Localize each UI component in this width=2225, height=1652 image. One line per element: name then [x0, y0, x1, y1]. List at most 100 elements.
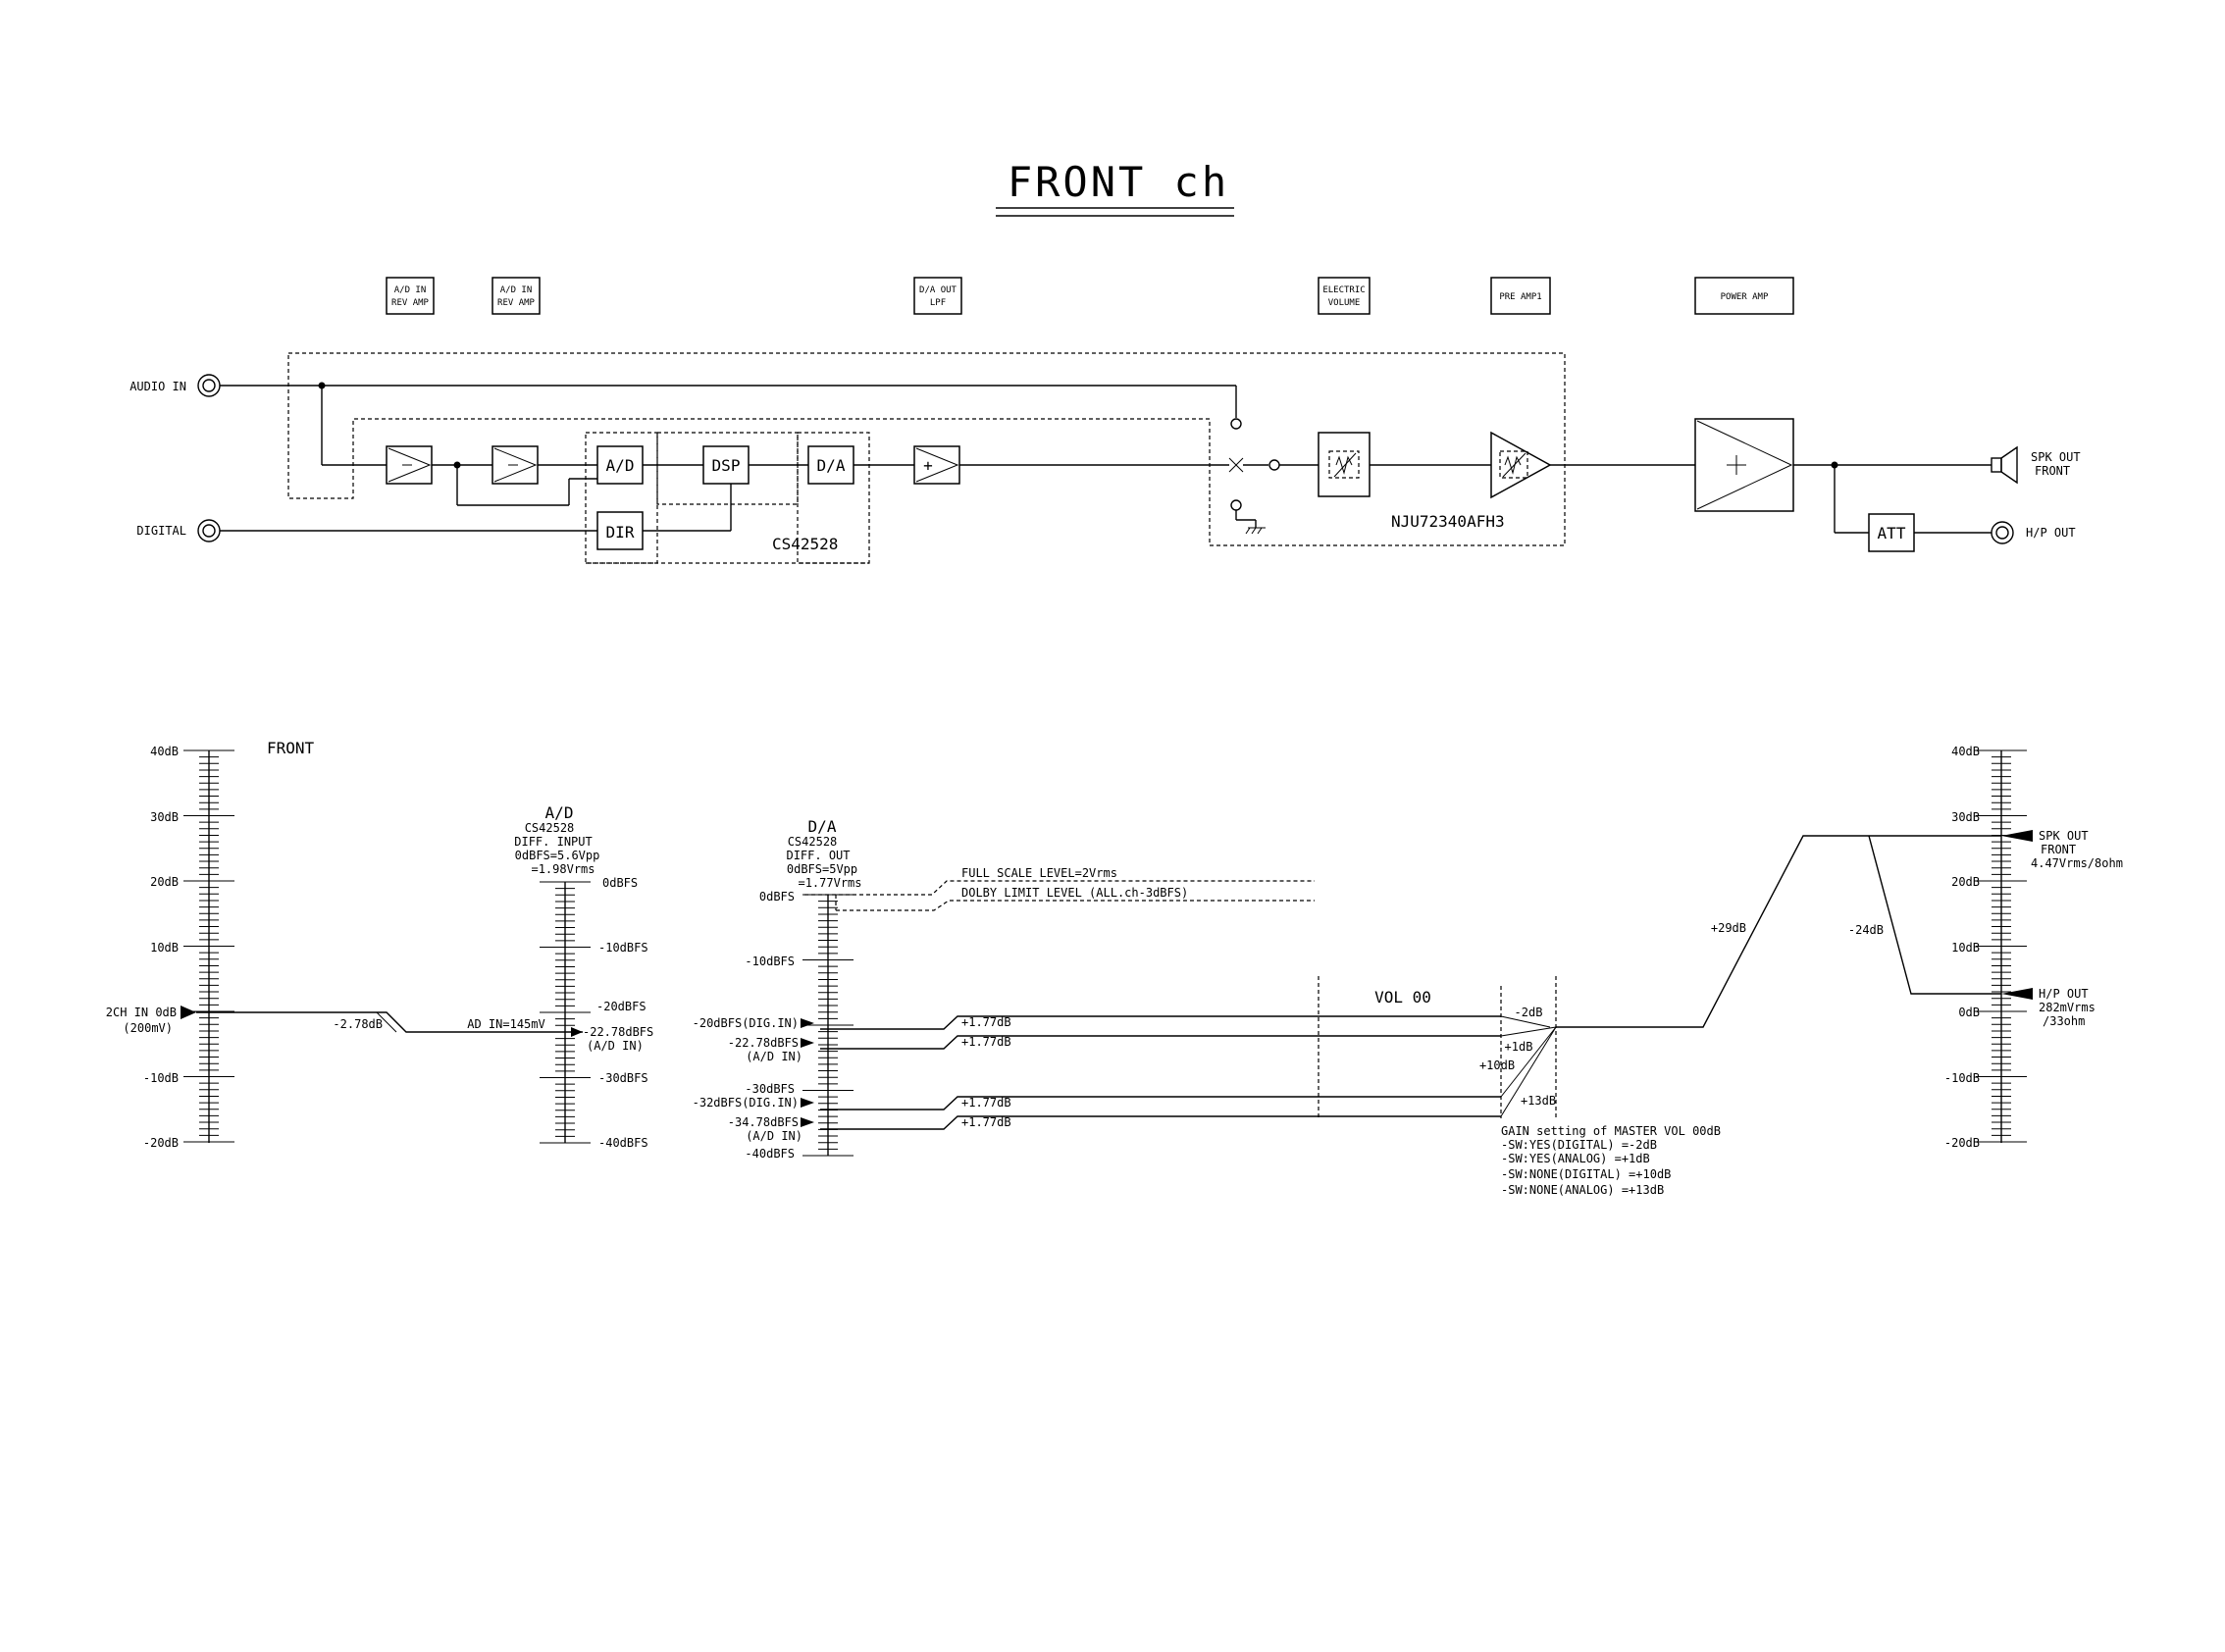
svg-text:(A/D IN): (A/D IN) [746, 1050, 802, 1063]
svg-text:+13dB: +13dB [1521, 1094, 1556, 1108]
spk-out-label: SPK OUT [2031, 450, 2081, 464]
svg-text:-2.78dB: -2.78dB [333, 1017, 383, 1031]
label-power-amp: POWER AMP [1694, 277, 1794, 315]
svg-text:PRE AMP1: PRE AMP1 [1499, 292, 1541, 302]
att-block: ATT [1868, 513, 1915, 552]
svg-text:A/D IN: A/D IN [394, 285, 427, 295]
front-label: FRONT [267, 739, 315, 757]
svg-text:(200mV): (200mV) [123, 1021, 173, 1035]
svg-text:-20dB: -20dB [1944, 1136, 1980, 1150]
svg-text:POWER AMP: POWER AMP [1721, 292, 1769, 302]
svg-text:DIFF. INPUT: DIFF. INPUT [514, 835, 592, 849]
label-da-out-lpf: D/A OUT LPF [913, 277, 962, 315]
svg-text:AD IN=145mV: AD IN=145mV [467, 1017, 544, 1031]
svg-text:-40dBFS: -40dBFS [598, 1136, 648, 1150]
svg-text:+1.77dB: +1.77dB [961, 1115, 1011, 1129]
svg-text:GAIN setting of MASTER VOL 00d: GAIN setting of MASTER VOL 00dB [1501, 1124, 1721, 1138]
svg-text:-SW:NONE(DIGITAL) =+10dB: -SW:NONE(DIGITAL) =+10dB [1501, 1167, 1671, 1181]
block-diagram: AUDIO IN DIGITAL [129, 352, 2081, 564]
level-diagram: FRONT 40dB 30dB 20dB 10dB 2CH IN 0dB (20… [106, 739, 2123, 1197]
svg-text:ATT: ATT [1878, 524, 1906, 542]
svg-text:-10dBFS: -10dBFS [598, 941, 648, 955]
hp-out-jack [1991, 521, 2014, 544]
input-selector [1228, 457, 1280, 535]
rev-amp-2 [492, 445, 539, 485]
svg-text:CS42528: CS42528 [788, 835, 838, 849]
label-electric-volume: ELECTRIC VOLUME [1318, 277, 1371, 315]
svg-text:30dB: 30dB [150, 810, 179, 824]
da-converter: D/A [807, 445, 854, 485]
audio-in-jack [197, 374, 221, 397]
svg-text:D/A: D/A [808, 817, 837, 836]
svg-text:FULL SCALE LEVEL=2Vrms: FULL SCALE LEVEL=2Vrms [961, 866, 1117, 880]
chip-nju72340: NJU72340AFH3 [1391, 512, 1505, 531]
svg-text:+10dB: +10dB [1479, 1058, 1515, 1072]
svg-text:-34.78dBFS: -34.78dBFS [728, 1115, 799, 1129]
svg-text:+29dB: +29dB [1711, 921, 1746, 935]
svg-text:H/P OUT: H/P OUT [2039, 987, 2089, 1001]
svg-text:0dBFS=5.6Vpp: 0dBFS=5.6Vpp [515, 849, 600, 862]
svg-text:-20dBFS: -20dBFS [596, 1000, 647, 1013]
svg-text:0dBFS: 0dBFS [602, 876, 638, 890]
svg-text:-10dB: -10dB [1944, 1071, 1980, 1085]
svg-text:D/A OUT: D/A OUT [919, 285, 957, 295]
svg-text:FRONT: FRONT [2035, 464, 2070, 478]
digital-label: DIGITAL [136, 524, 186, 538]
svg-text:DSP: DSP [712, 456, 741, 475]
svg-text:-32dBFS(DIG.IN): -32dBFS(DIG.IN) [693, 1096, 799, 1110]
svg-text:(A/D IN): (A/D IN) [587, 1039, 644, 1053]
svg-text:30dB: 30dB [1951, 810, 1980, 824]
svg-text:A/D: A/D [545, 803, 574, 822]
svg-text:+1dB: +1dB [1505, 1040, 1533, 1054]
rev-amp-1 [386, 445, 433, 485]
right-level-scale [1976, 749, 2027, 1143]
svg-text:+1.77dB: +1.77dB [961, 1035, 1011, 1049]
audio-in-label: AUDIO IN [129, 380, 186, 393]
svg-text:REV AMP: REV AMP [497, 298, 536, 308]
svg-text:VOLUME: VOLUME [1328, 298, 1361, 308]
label-ad-in-rev-amp-1: A/D IN REV AMP [386, 277, 435, 315]
pre-amp-block [1490, 431, 1552, 499]
digital-jack [197, 519, 221, 542]
svg-text:-SW:NONE(ANALOG) =+13dB: -SW:NONE(ANALOG) =+13dB [1501, 1183, 1664, 1197]
lpf-amp: + [913, 445, 960, 485]
svg-text:-2dB: -2dB [1515, 1006, 1543, 1019]
svg-text:20dB: 20dB [150, 875, 179, 889]
svg-text:-SW:YES(DIGITAL) =-2dB: -SW:YES(DIGITAL) =-2dB [1501, 1138, 1657, 1152]
svg-text:20dB: 20dB [1951, 875, 1980, 889]
page-title: FRONT ch [1008, 158, 1229, 206]
chip-cs42528: CS42528 [772, 535, 838, 553]
svg-text:282mVrms: 282mVrms [2039, 1001, 2096, 1014]
svg-text:LPF: LPF [930, 298, 946, 308]
svg-text:4.47Vrms/8ohm: 4.47Vrms/8ohm [2031, 856, 2123, 870]
svg-text:-10dB: -10dB [143, 1071, 179, 1085]
svg-text:-20dB: -20dB [143, 1136, 179, 1150]
svg-text:DOLBY LIMIT LEVEL (ALL.ch-3dBF: DOLBY LIMIT LEVEL (ALL.ch-3dBFS) [961, 886, 1188, 900]
left-level-scale [183, 749, 234, 1143]
ad-level-scale [540, 881, 591, 1144]
svg-text:/33ohm: /33ohm [2043, 1014, 2085, 1028]
svg-text:SPK OUT: SPK OUT [2039, 829, 2089, 843]
svg-text:ELECTRIC: ELECTRIC [1322, 285, 1365, 295]
dsp-block: DSP [702, 445, 750, 485]
svg-text:(A/D IN): (A/D IN) [746, 1129, 802, 1143]
power-amp-block [1694, 418, 1794, 512]
svg-text:VOL 00: VOL 00 [1374, 988, 1431, 1007]
dir-block: DIR [596, 511, 644, 550]
svg-text:A/D IN: A/D IN [500, 285, 533, 295]
svg-text:40dB: 40dB [1951, 745, 1980, 758]
svg-text:+: + [923, 456, 933, 475]
svg-text:REV AMP: REV AMP [391, 298, 430, 308]
hp-out-label: H/P OUT [2026, 526, 2076, 540]
svg-text:-SW:YES(ANALOG) =+1dB: -SW:YES(ANALOG) =+1dB [1501, 1152, 1650, 1165]
svg-text:A/D: A/D [606, 456, 635, 475]
svg-text:-20dBFS(DIG.IN): -20dBFS(DIG.IN) [693, 1016, 799, 1030]
svg-text:2CH IN 0dB: 2CH IN 0dB [106, 1006, 177, 1019]
label-pre-amp1: PRE AMP1 [1490, 277, 1551, 315]
svg-text:-24dB: -24dB [1848, 923, 1884, 937]
da-level-scale [802, 894, 854, 1157]
ad-converter: A/D [596, 445, 644, 485]
svg-text:0dBFS=5Vpp: 0dBFS=5Vpp [787, 862, 857, 876]
speaker-icon [1991, 445, 2018, 485]
